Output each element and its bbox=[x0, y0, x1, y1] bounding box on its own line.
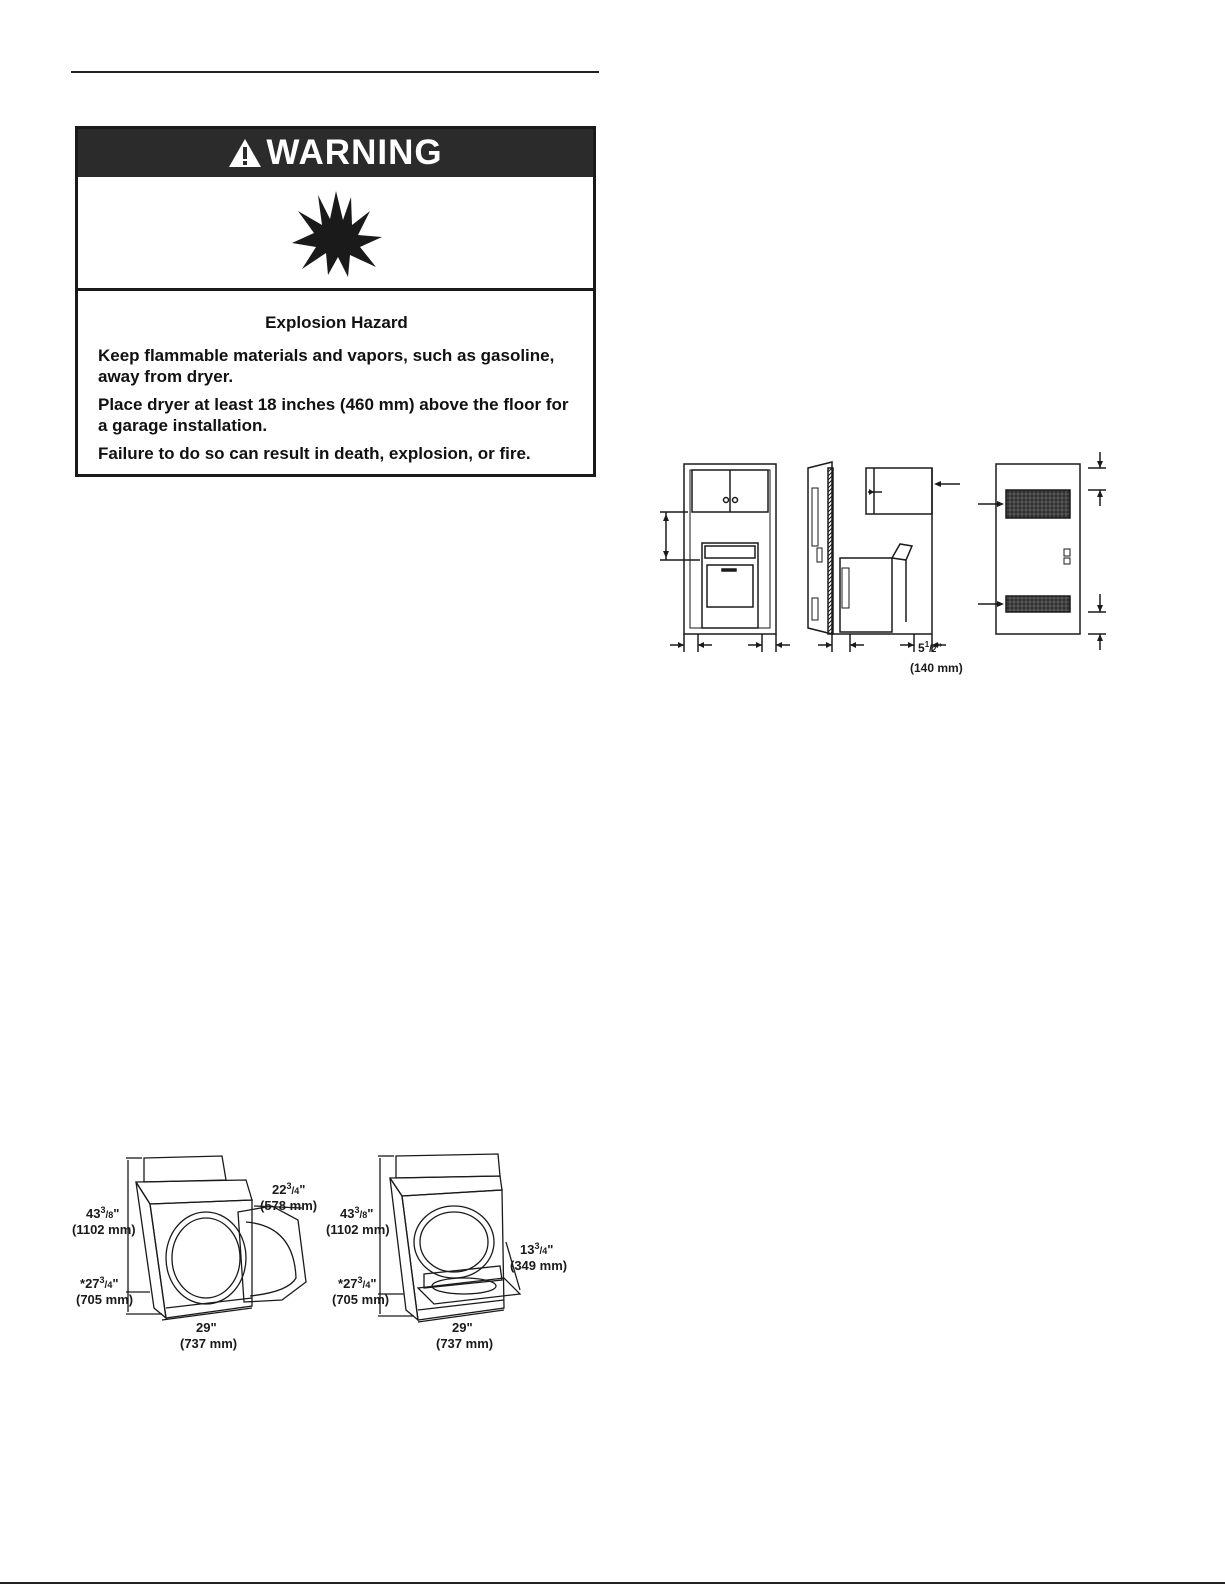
side-view bbox=[807, 461, 960, 652]
height-metric: (1102 mm) bbox=[72, 1222, 136, 1237]
width-label: 29" bbox=[452, 1320, 473, 1335]
warning-title: WARNING bbox=[266, 133, 443, 172]
bottom-rule bbox=[0, 1582, 1225, 1584]
warning-body: Explosion Hazard Keep flammable material… bbox=[78, 291, 593, 464]
louvered-door-view bbox=[978, 452, 1106, 650]
door-dimension-label: 133/4" bbox=[520, 1241, 553, 1257]
door-height-label: *273/4" bbox=[80, 1275, 119, 1291]
width-metric: (737 mm) bbox=[436, 1336, 493, 1351]
explosion-icon bbox=[291, 190, 382, 277]
width-label: 29" bbox=[196, 1320, 217, 1335]
height-label: 433/8" bbox=[340, 1205, 373, 1221]
hazard-paragraph: Keep flammable materials and vapors, suc… bbox=[98, 346, 555, 386]
top-rule bbox=[71, 71, 599, 73]
height-label: 433/8" bbox=[86, 1205, 119, 1221]
dryer-side-swing-drawing bbox=[126, 1155, 307, 1321]
warning-box: WARNING Explosion Hazard Keep flammable … bbox=[75, 126, 596, 477]
rear-dimension-metric: (140 mm) bbox=[910, 661, 963, 675]
hazard-paragraph: Failure to do so can result in death, ex… bbox=[98, 444, 531, 463]
front-view bbox=[660, 463, 790, 652]
door-dimension-metric: (578 mm) bbox=[260, 1198, 317, 1213]
width-metric: (737 mm) bbox=[180, 1336, 237, 1351]
hazard-heading: Explosion Hazard bbox=[265, 313, 408, 332]
hazard-paragraph: Place dryer at least 18 inches (460 mm) … bbox=[98, 395, 569, 435]
dryer-drop-down-drawing bbox=[378, 1153, 522, 1323]
door-height-metric: (705 mm) bbox=[76, 1292, 133, 1307]
hazard-panel bbox=[78, 177, 593, 291]
alert-triangle-icon bbox=[229, 139, 262, 167]
rear-dimension-label: 51/2" bbox=[918, 640, 942, 655]
door-dimension-metric: (349 mm) bbox=[510, 1258, 567, 1273]
warning-header: WARNING bbox=[78, 129, 593, 177]
closet-installation-diagram: 51/2" (140 mm) bbox=[660, 448, 1130, 688]
dryer-dimension-side-swing-diagram: 433/8" (1102 mm) *273/4" (705 mm) 29" (7… bbox=[66, 1150, 330, 1360]
dryer-dimension-drop-down-diagram: 433/8" (1102 mm) *273/4" (705 mm) 29" (7… bbox=[324, 1150, 576, 1360]
door-dimension-label: 223/4" bbox=[272, 1181, 305, 1197]
height-metric: (1102 mm) bbox=[326, 1222, 390, 1237]
door-height-label: *273/4" bbox=[338, 1275, 377, 1291]
door-height-metric: (705 mm) bbox=[332, 1292, 389, 1307]
